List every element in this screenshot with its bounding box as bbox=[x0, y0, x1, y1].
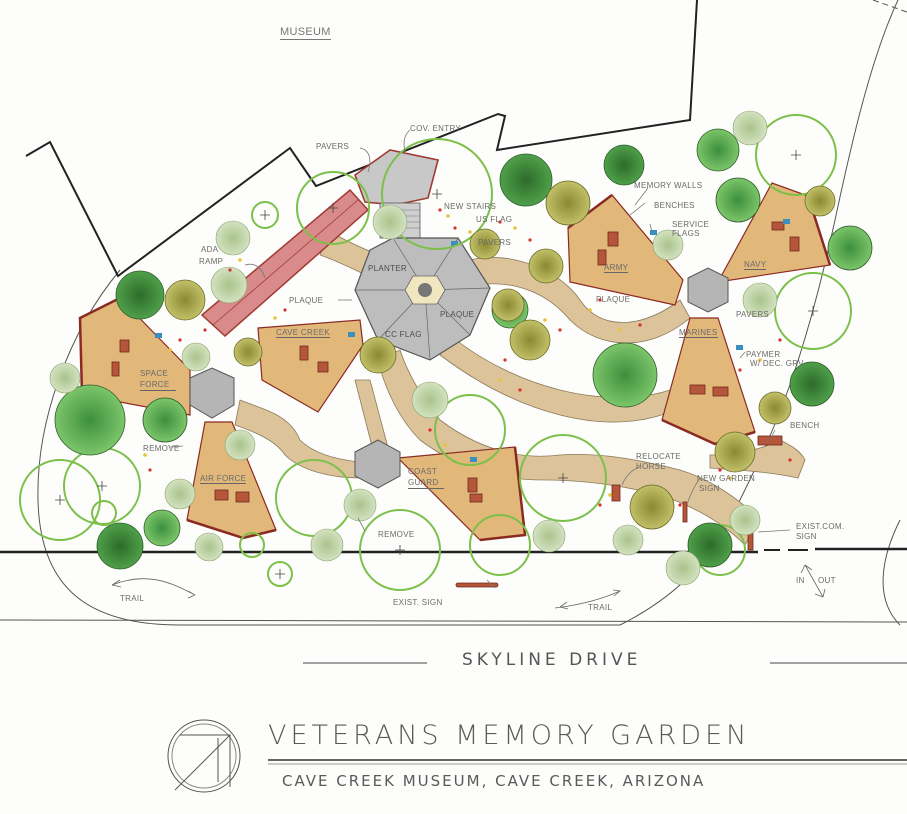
museum-building-outline bbox=[25, 0, 698, 278]
trail-left-label: TRAIL bbox=[120, 594, 145, 603]
exist-sign-label: EXIST. SIGN bbox=[393, 598, 443, 607]
cov-entry-label: COV. ENTRY bbox=[410, 124, 462, 133]
benches-label: BENCHES bbox=[654, 201, 695, 210]
trail-arrows bbox=[111, 564, 826, 610]
annotation-leaders bbox=[169, 129, 791, 589]
museum-label: MUSEUM bbox=[280, 26, 331, 40]
canopy-center-marks bbox=[55, 150, 818, 579]
out-label: OUT bbox=[818, 576, 836, 585]
bench-label: BENCH bbox=[790, 421, 820, 430]
pod-label-space-force: SPACE FORCE bbox=[140, 368, 176, 391]
pod-label-air-force: AIR FORCE bbox=[200, 474, 247, 484]
benches bbox=[111, 221, 800, 588]
light-green-shrubs bbox=[49, 110, 778, 586]
pod-label-marines: MARINES bbox=[679, 328, 718, 338]
paymer-dec-label: W/ DEC. GRV bbox=[750, 359, 804, 368]
ada-label: ADA bbox=[201, 245, 219, 254]
plan-title: VETERANS MEMORY GARDEN bbox=[268, 720, 751, 751]
cc-flag-label: CC FLAG bbox=[385, 330, 422, 339]
pavers-flag-label: PAVERS bbox=[478, 238, 512, 247]
hex-hubs bbox=[189, 267, 729, 489]
service-label: SERVICE bbox=[672, 220, 710, 229]
plaque-left-label: PLAQUE bbox=[289, 296, 324, 305]
open-canopy-trees bbox=[19, 114, 852, 591]
site-boundary bbox=[37, 0, 907, 626]
road-label: SKYLINE DRIVE bbox=[462, 650, 642, 670]
trail-right-label: TRAIL bbox=[588, 603, 613, 612]
plaque-right-label: PLAQUE bbox=[596, 295, 631, 304]
planter-label: PLANTER bbox=[368, 264, 407, 273]
remove-left-label: REMOVE bbox=[143, 444, 180, 453]
memory-walls-label: MEMORY WALLS bbox=[634, 181, 703, 190]
new-garden-sign-label: SIGN bbox=[699, 484, 720, 493]
pavers-entry-label: PAVERS bbox=[316, 142, 350, 151]
plaque-center-label: PLAQUE bbox=[440, 310, 475, 319]
plan-subtitle: CAVE CREEK MUSEUM, CAVE CREEK, ARIZONA bbox=[282, 772, 706, 790]
exist-comm-sign-label: SIGN bbox=[796, 532, 817, 541]
flags bbox=[155, 219, 790, 462]
groundcover-flowers bbox=[143, 208, 792, 507]
horse-label: HORSE bbox=[636, 462, 666, 471]
pavers-right-label: PAVERS bbox=[736, 310, 770, 319]
flags-label: FLAGS bbox=[672, 229, 700, 238]
pod-label-navy: NAVY bbox=[744, 260, 767, 270]
new-stairs-label: NEW STAIRS bbox=[444, 202, 497, 211]
paymer-label: PAYMER bbox=[746, 350, 781, 359]
remove-bottom-label: REMOVE bbox=[378, 530, 415, 539]
in-label: IN bbox=[796, 576, 805, 585]
pod-coast-guard bbox=[396, 446, 526, 541]
pod-label-army: ARMY bbox=[604, 263, 629, 273]
olive-shrubs bbox=[164, 180, 836, 530]
exist-comm-label: EXIST.COM. bbox=[796, 522, 845, 531]
ramp-label: RAMP bbox=[199, 257, 224, 266]
new-garden-label: NEW GARDEN bbox=[697, 474, 756, 483]
us-flag-label: US FLAG bbox=[476, 215, 513, 224]
memorial-pods bbox=[79, 182, 831, 541]
pod-label-coast-guard: COAST GUARD bbox=[408, 466, 444, 489]
north-arrow-symbol bbox=[167, 719, 241, 793]
pod-label-cave-creek: CAVE CREEK bbox=[276, 328, 330, 338]
pod-cave-creek bbox=[257, 319, 364, 413]
relocate-label: RELOCATE bbox=[636, 452, 681, 461]
road-centerline bbox=[0, 619, 907, 664]
